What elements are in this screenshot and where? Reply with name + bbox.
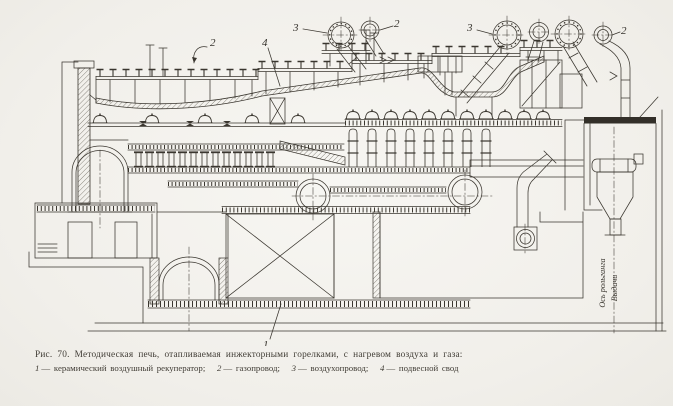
lower-tunnel [149,211,229,332]
legend-num: 3 [291,363,296,373]
ceramic-recuperator-box [225,213,335,299]
axis-note-line1: Ось рольганга [598,258,607,307]
callout-leaders [192,25,621,340]
lower-right-chamber [333,211,584,299]
callout-air-pipe-left: 3 [292,22,299,34]
legend-item-2: 2— газопровод; [217,363,280,373]
legend-num: 1 [35,363,40,373]
legend-num: 4 [380,363,385,373]
callout-air-pipe-right: 3 [466,22,473,34]
mid-pipes [291,150,557,254]
discharge-end [564,96,663,334]
right-burner-tubes [345,110,584,178]
callout-gas-pipe-right: 2 [621,25,627,37]
furnace-cross-section-drawing: 2 4 3 2 3 2 1 Ось рольганга Выдачи [28,15,667,346]
pipe-ducts [336,37,636,119]
legend-text: — подвесной свод [386,363,459,373]
legend-item-3: 3— воздухопровод; [292,363,369,373]
brick-courses [36,119,563,309]
legend-text: — воздухопровод; [298,363,369,373]
figure-caption: Рис. 70. Методическая печь, отапливаемая… [35,350,645,373]
charging-end-wall [61,60,129,205]
pipe-cross-sections [322,15,615,55]
legend-text: — керамический воздушный рекуператор; [41,363,206,373]
left-arch-chamber [67,145,133,229]
upper-rail-and-caps [87,97,346,127]
callout-suspended-roof: 4 [262,37,268,49]
axis-note-line2: Выдачи [610,275,619,302]
legend-item-1: 1— керамический воздушный рекуператор; [35,363,205,373]
caption-title: Рис. 70. Методическая печь, отапливаемая… [35,350,463,360]
tube-row-left [134,140,346,167]
legend-num: 2 [216,363,222,373]
burner-frames [417,55,583,109]
legend-item-4: 4— подвесной свод [380,363,459,373]
ground-lines [87,322,667,332]
caption-legend: 1— керамический воздушный рекуператор; 2… [35,363,645,373]
legend-text: — газопровод; [223,363,280,373]
callout-gas-pipe-mid: 2 [394,18,400,30]
left-foundation [28,202,158,324]
callout-recuperator: 1 [263,339,269,346]
callout-gas-pipe-left: 2 [210,37,216,49]
